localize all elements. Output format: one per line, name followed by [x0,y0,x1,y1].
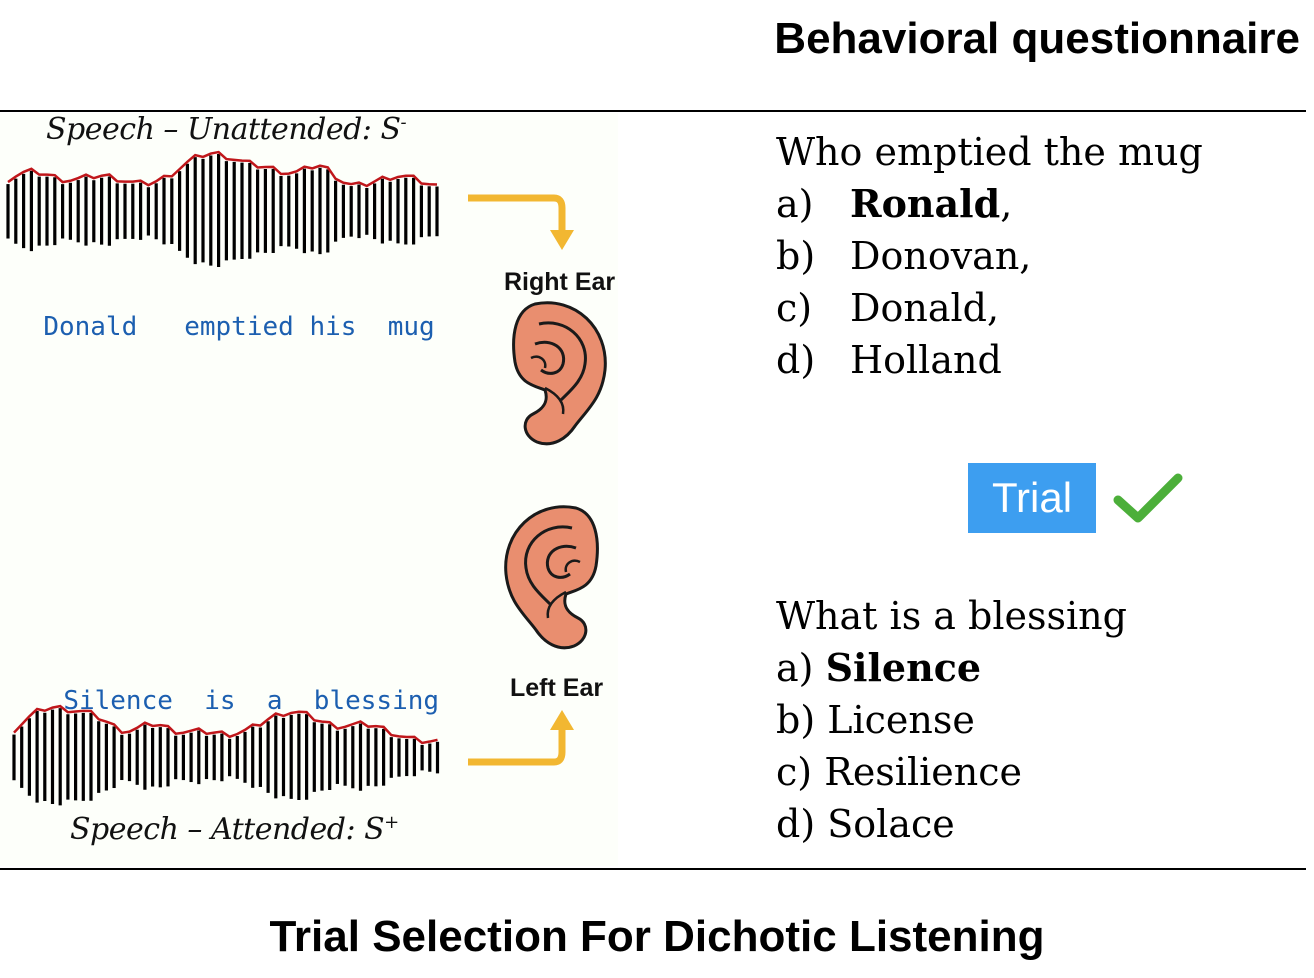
top-divider [0,110,1306,112]
bottom-divider [0,868,1306,870]
right-ear-label: Right Ear [504,268,616,296]
unattended-waveform-bars [6,154,439,268]
word-3: a [266,686,283,716]
figure-caption: Trial Selection For Dichotic Listening [269,912,1045,961]
question-2-option-b: b) License [776,698,975,742]
left-ear-label: Left Ear [510,674,604,702]
right-ear-icon [512,301,607,446]
word-2: emptied [184,312,294,342]
question-1-option-c: c)Donald, [776,286,1000,330]
left-ear-arrow [468,710,574,766]
left-ear-icon [504,505,599,650]
word-4: blessing [313,686,440,716]
page-title: Behavioral questionnaire [774,14,1300,63]
question-2-option-d: d) Solace [776,802,955,846]
question-1-prompt: Who emptied the mug [776,130,1203,174]
question-1-option-a: a)Ronald, [776,181,1013,226]
word-3: his [309,312,357,342]
right-ear-arrow [468,194,574,250]
question-2: What is a blessing a) Silence b) License… [776,590,1127,850]
unattended-waveform [6,150,439,268]
question-2-option-a: a) Silence [776,645,982,690]
word-1: Donald [43,312,138,342]
question-1: Who emptied the mug a)Ronald, b)Donovan,… [776,126,1203,386]
question-2-option-c: c) Resilience [776,750,1022,794]
attended-envelope [13,704,438,745]
unattended-speech-label: Speech – Unattended: S- [46,112,407,147]
checkmark-icon [1113,473,1183,523]
trial-badge: Trial [968,463,1096,533]
word-4: mug [387,312,435,342]
unattended-envelope [7,150,438,188]
attended-waveform [12,704,440,806]
unattended-words: Donald emptied his mug [12,282,435,342]
question-1-option-d: d)Holland [776,338,1002,382]
attended-waveform-bars [12,708,440,806]
attended-speech-label: Speech – Attended: S+ [70,812,399,847]
word-2: is [204,686,236,716]
question-2-prompt: What is a blessing [776,594,1127,638]
question-1-option-b: b)Donovan, [776,234,1032,278]
